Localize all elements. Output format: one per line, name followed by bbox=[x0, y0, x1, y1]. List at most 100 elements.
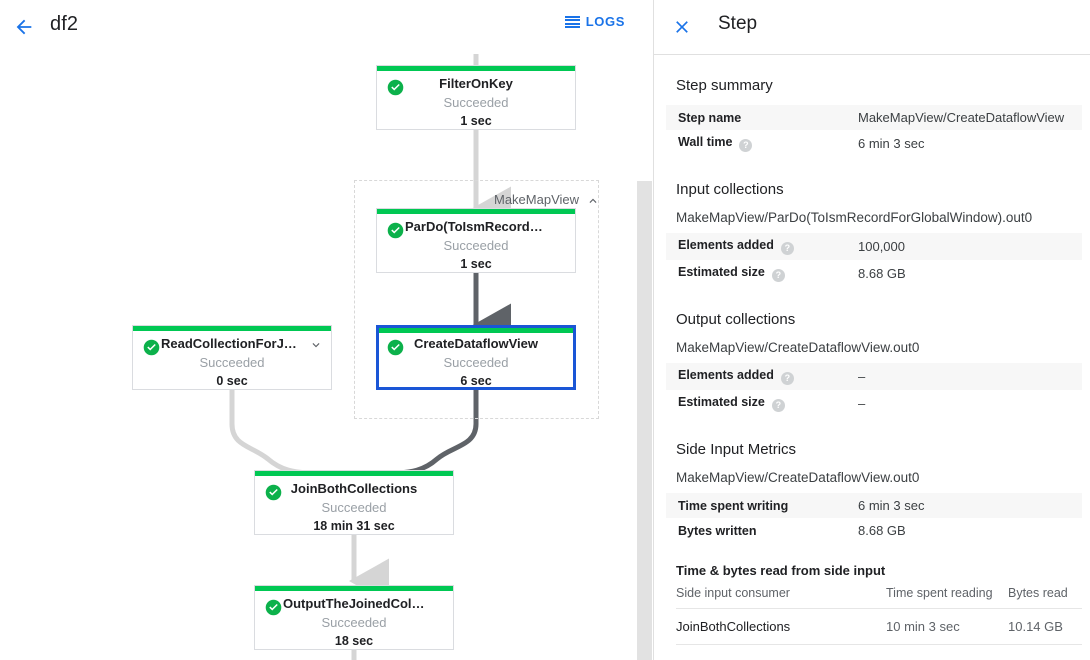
graph-node-outputthejoinedcollection[interactable]: OutputTheJoinedCollec… Succeeded 18 sec bbox=[254, 585, 454, 650]
table-row: Wall time? 6 min 3 sec bbox=[666, 130, 1082, 157]
node-duration: 1 sec bbox=[460, 114, 492, 128]
column-header-consumer: Side input consumer bbox=[676, 582, 886, 609]
chevron-down-icon[interactable] bbox=[309, 338, 323, 352]
table-row: Bytes written 8.68 GB bbox=[666, 518, 1082, 543]
graph-node-readcollectionforjoin[interactable]: ReadCollectionForJoin Succeeded 0 sec bbox=[132, 325, 332, 390]
panel-body[interactable]: Step summary Step name MakeMapView/Creat… bbox=[654, 54, 1090, 660]
pane-divider bbox=[653, 0, 654, 660]
graph-vertical-scrollbar[interactable] bbox=[637, 181, 652, 660]
row-value: 100,000 bbox=[858, 239, 905, 254]
row-key: Estimated size? bbox=[666, 390, 846, 417]
table-row: Estimated size? 8.68 GB bbox=[666, 260, 1082, 287]
panel-title: Step bbox=[718, 13, 758, 34]
back-arrow-icon[interactable] bbox=[8, 11, 40, 43]
row-key: Time spent writing bbox=[678, 498, 789, 513]
row-value: 6 min 3 sec bbox=[858, 498, 925, 513]
group-makemapview[interactable] bbox=[354, 180, 599, 419]
node-status: Succeeded bbox=[321, 500, 387, 515]
row-value: 8.68 GB bbox=[858, 523, 906, 538]
graph-canvas[interactable]: MakeMapView FilterOnKey Succeeded 1 sec bbox=[0, 54, 653, 660]
chevron-up-icon[interactable] bbox=[586, 194, 600, 208]
logs-button-label: LOGS bbox=[585, 14, 625, 29]
help-icon[interactable]: ? bbox=[771, 399, 785, 412]
top-app-bar: df2 LOGS bbox=[0, 0, 653, 55]
row-key: Wall time? bbox=[666, 130, 846, 157]
table-row: Elements added? 100,000 bbox=[666, 233, 1082, 260]
help-icon[interactable]: ? bbox=[739, 139, 753, 152]
table-header-row: Side input consumer Time spent reading B… bbox=[676, 582, 1082, 609]
group-label: MakeMapView bbox=[494, 192, 580, 207]
node-name: JoinBothCollections bbox=[290, 481, 418, 496]
input-collections-table: Elements added? 100,000 Estimated size? … bbox=[666, 233, 1082, 287]
table-row: JoinBothCollections 10 min 3 sec 10.14 G… bbox=[676, 608, 1082, 645]
node-status-bar bbox=[377, 209, 575, 214]
row-key: Estimated size? bbox=[666, 260, 846, 287]
section-heading-step-summary: Step summary bbox=[676, 77, 773, 94]
step-summary-table: Step name MakeMapView/CreateDataflowView… bbox=[666, 105, 1082, 157]
row-value: 8.68 GB bbox=[858, 266, 906, 281]
table-row: Elements added? – bbox=[666, 363, 1082, 390]
help-icon[interactable]: ? bbox=[780, 242, 794, 255]
node-status-bar bbox=[255, 586, 453, 591]
input-collection-name: MakeMapView/ParDo(ToIsmRecordForGlobalWi… bbox=[676, 210, 1033, 225]
node-status-bar bbox=[133, 326, 331, 331]
check-circle-icon bbox=[387, 222, 404, 239]
check-circle-icon bbox=[265, 599, 282, 616]
node-name: FilterOnKey bbox=[439, 76, 513, 91]
node-duration: 0 sec bbox=[216, 374, 248, 388]
column-header-bytes-read: Bytes read bbox=[1008, 582, 1082, 609]
cell-time-spent-reading: 10 min 3 sec bbox=[886, 608, 1008, 645]
logs-button[interactable]: LOGS bbox=[564, 14, 625, 29]
node-name: OutputTheJoinedCollec… bbox=[283, 596, 443, 611]
output-collection-name: MakeMapView/CreateDataflowView.out0 bbox=[676, 340, 920, 355]
output-collections-table: Elements added? – Estimated size? – bbox=[666, 363, 1082, 417]
node-status-bar bbox=[379, 328, 573, 333]
cell-consumer: JoinBothCollections bbox=[676, 608, 886, 645]
node-status: Succeeded bbox=[199, 355, 265, 370]
node-duration: 18 sec bbox=[334, 634, 374, 648]
help-icon[interactable]: ? bbox=[771, 269, 785, 282]
graph-node-createdataflowview[interactable]: CreateDataflowView Succeeded 6 sec bbox=[376, 325, 576, 390]
logs-lines-icon bbox=[564, 15, 580, 28]
section-heading-input-collections: Input collections bbox=[676, 181, 784, 198]
row-key: Elements added? bbox=[666, 233, 846, 260]
side-input-reads-table: Side input consumer Time spent reading B… bbox=[676, 582, 1082, 645]
row-value: – bbox=[858, 369, 866, 384]
table-row: Time spent writing 6 min 3 sec bbox=[666, 493, 1082, 518]
node-status-bar bbox=[377, 66, 575, 71]
row-value: MakeMapView/CreateDataflowView bbox=[858, 110, 1065, 125]
node-name: ReadCollectionForJoin bbox=[161, 336, 304, 351]
row-key: Step name bbox=[678, 110, 742, 125]
help-icon[interactable]: ? bbox=[780, 372, 794, 385]
section-heading-side-input-metrics: Side Input Metrics bbox=[676, 441, 797, 458]
node-status: Succeeded bbox=[443, 355, 509, 370]
graph-node-filteronkey[interactable]: FilterOnKey Succeeded 1 sec bbox=[376, 65, 576, 130]
check-circle-icon bbox=[265, 484, 282, 501]
step-details-panel: Step Step summary Step name MakeMapView/… bbox=[654, 0, 1090, 660]
check-circle-icon bbox=[143, 339, 160, 356]
section-heading-side-input-reads: Time & bytes read from side input bbox=[676, 563, 886, 578]
check-circle-icon bbox=[387, 339, 404, 356]
node-status: Succeeded bbox=[443, 95, 509, 110]
graph-pane: df2 LOGS bbox=[0, 0, 653, 660]
close-icon[interactable] bbox=[668, 13, 696, 41]
page-title: df2 bbox=[50, 13, 79, 35]
node-status-bar bbox=[255, 471, 453, 476]
graph-node-pardo-toismrecord[interactable]: ParDo(ToIsmRecordFor… Succeeded 1 sec bbox=[376, 208, 576, 273]
check-circle-icon bbox=[387, 79, 404, 96]
row-key: Elements added? bbox=[666, 363, 846, 390]
node-name: CreateDataflowView bbox=[413, 336, 539, 351]
row-value: – bbox=[858, 396, 866, 411]
side-input-metrics-table: Time spent writing 6 min 3 sec Bytes wri… bbox=[666, 493, 1082, 543]
node-name: ParDo(ToIsmRecordFor… bbox=[405, 219, 564, 234]
cell-bytes-read: 10.14 GB bbox=[1008, 608, 1082, 645]
column-header-time-spent-reading: Time spent reading bbox=[886, 582, 1008, 609]
table-row: Step name MakeMapView/CreateDataflowView bbox=[666, 105, 1082, 130]
side-input-collection-name: MakeMapView/CreateDataflowView.out0 bbox=[676, 470, 920, 485]
graph-node-joinbothcollections[interactable]: JoinBothCollections Succeeded 18 min 31 … bbox=[254, 470, 454, 535]
panel-header: Step bbox=[654, 0, 1090, 55]
node-duration: 18 min 31 sec bbox=[313, 519, 395, 533]
node-status: Succeeded bbox=[443, 238, 509, 253]
table-row: Estimated size? – bbox=[666, 390, 1082, 417]
